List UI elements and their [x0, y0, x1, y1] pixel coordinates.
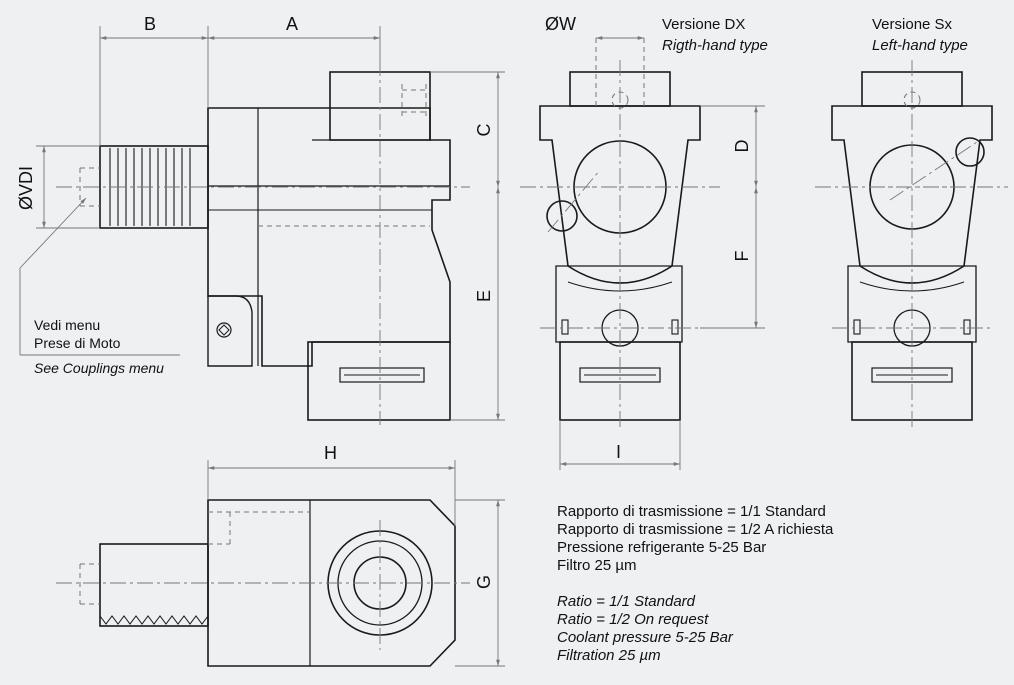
dimension-label-b: B — [144, 14, 157, 34]
version-sx-subtitle: Left-hand type — [872, 37, 968, 54]
spec-en-ratio-request: Ratio = 1/2 On request — [557, 611, 709, 628]
dimension-label-e: E — [474, 290, 494, 303]
spec-en-filter: Filtration 25 µm — [557, 647, 661, 664]
side-view — [56, 60, 470, 425]
spec-en-ratio-standard: Ratio = 1/1 Standard — [557, 593, 696, 610]
dimension-label-i: I — [616, 442, 622, 462]
spec-it-filter: Filtro 25 µm — [557, 557, 637, 574]
dimension-label-w: ØW — [545, 14, 576, 34]
top-view — [56, 499, 470, 667]
spec-it-coolant: Pressione refrigerante 5-25 Bar — [557, 539, 767, 556]
dimension-label-a: A — [286, 14, 299, 34]
callout-line-1: Vedi menu — [34, 317, 101, 333]
callout-line-3: See Couplings menu — [34, 360, 164, 376]
spec-it-ratio-standard: Rapporto di trasmissione = 1/1 Standard — [557, 503, 826, 520]
specs-english: Ratio = 1/1 Standard Ratio = 1/2 On requ… — [557, 593, 733, 665]
dimension-label-d: D — [732, 139, 752, 153]
dimension-label-g: G — [474, 575, 494, 590]
version-dx-subtitle: Rigth-hand type — [662, 37, 768, 54]
side-view-dimensions — [19, 26, 505, 421]
front-view-dx — [520, 38, 720, 430]
dimension-label-c: C — [474, 123, 494, 137]
top-view-dimensions — [207, 460, 505, 667]
front-view-dx-dimensions — [559, 36, 765, 470]
version-dx-title: Versione DX — [662, 16, 746, 33]
dimension-label-vdi: ØVDI — [16, 166, 36, 211]
dimension-label-f: F — [732, 250, 752, 262]
version-sx-title: Versione Sx — [872, 16, 953, 33]
specs-italian: Rapporto di trasmissione = 1/1 Standard … — [557, 503, 833, 575]
spec-en-coolant: Coolant pressure 5-25 Bar — [557, 629, 733, 646]
dimension-label-h: H — [324, 443, 337, 463]
spec-it-ratio-request: Rapporto di trasmissione = 1/2 A richies… — [557, 521, 834, 538]
callout-line-2: Prese di Moto — [34, 335, 121, 351]
front-view-sx — [815, 60, 1008, 430]
